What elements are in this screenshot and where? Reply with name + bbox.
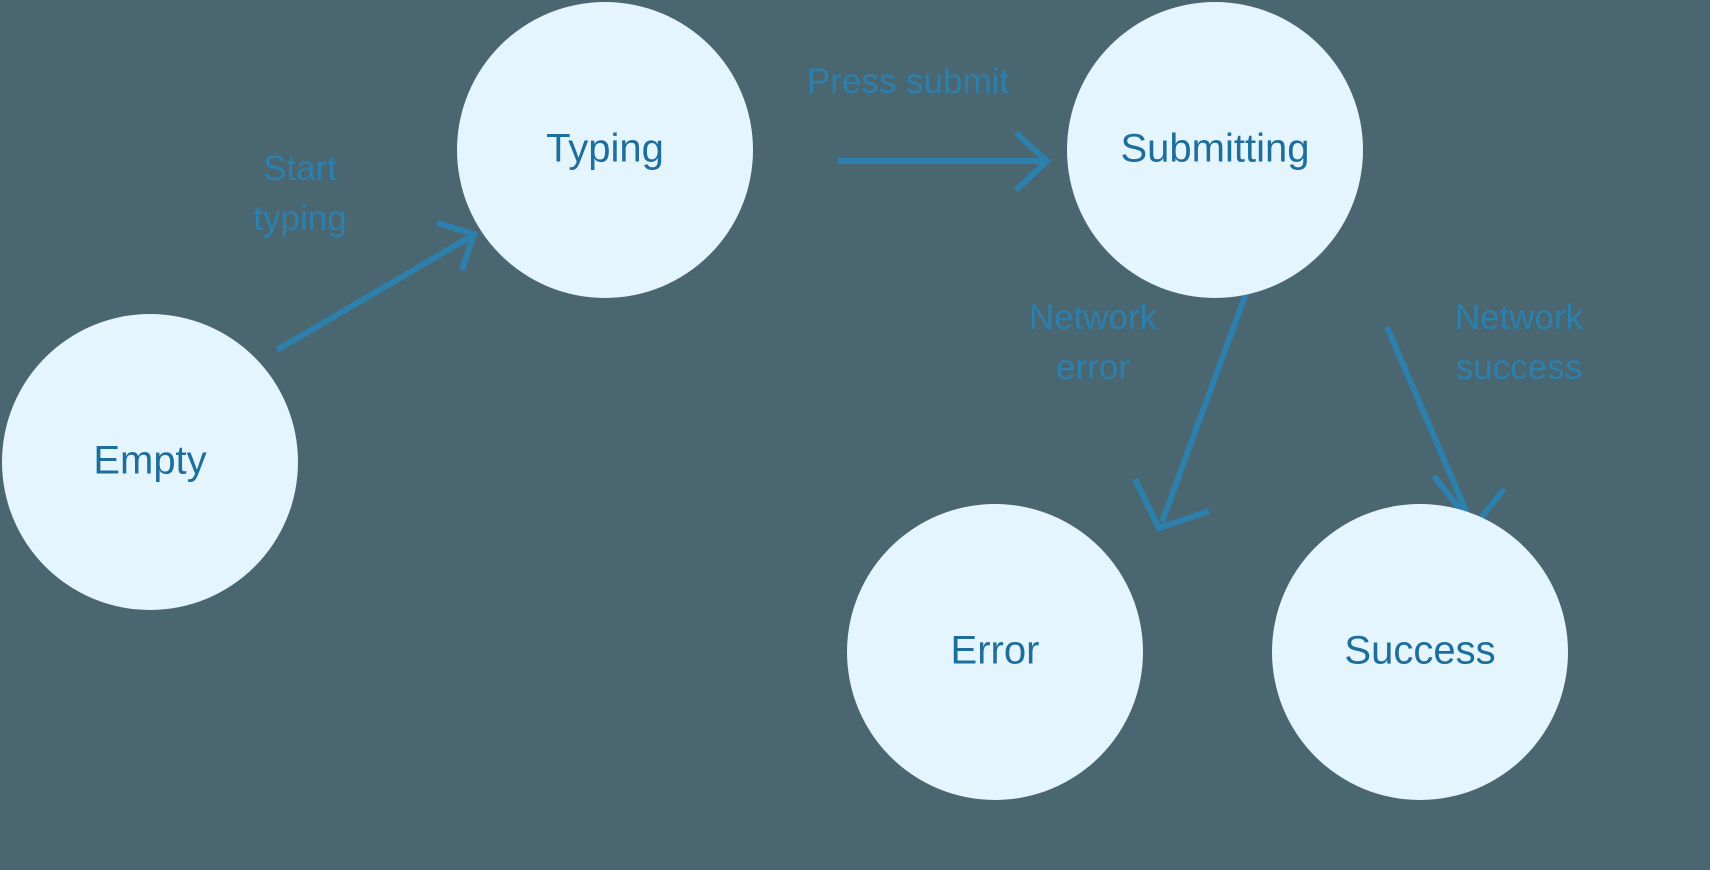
edge-label-line: error	[1056, 348, 1130, 387]
state-node-typing[interactable]: Typing	[457, 2, 753, 298]
edge-submitting-to-error[interactable]: Network error	[1029, 286, 1251, 532]
state-node-label-error: Error	[951, 629, 1040, 673]
edge-label-line: success	[1456, 348, 1582, 387]
state-node-success[interactable]: Success	[1272, 504, 1568, 800]
arrowhead-icon	[1013, 130, 1052, 193]
edge-label-line: typing	[253, 199, 346, 238]
state-node-label-empty: Empty	[93, 439, 206, 483]
edge-label-line: Network	[1029, 298, 1158, 337]
edge-typing-to-submitting[interactable]: Press submit	[807, 62, 1052, 193]
edge-label-line: Press submit	[807, 62, 1010, 101]
state-node-label-typing: Typing	[546, 127, 664, 171]
edge-label-line: Start	[263, 149, 337, 188]
edge-line-submitting-to-success	[1384, 325, 1473, 522]
edge-line-submitting-to-error	[1159, 286, 1251, 524]
state-node-submitting[interactable]: Submitting	[1067, 2, 1363, 298]
state-node-label-submitting: Submitting	[1121, 127, 1310, 171]
edge-line-empty-to-typing	[275, 234, 472, 353]
edge-submitting-to-success[interactable]: Network success	[1384, 298, 1584, 532]
arrowhead-icon	[436, 220, 478, 271]
state-node-error[interactable]: Error	[847, 504, 1143, 800]
edge-label-typing-to-submitting: Press submit	[807, 62, 1010, 101]
state-node-empty[interactable]: Empty	[2, 314, 298, 610]
edge-label-empty-to-typing: Start typing	[253, 149, 346, 238]
state-node-circle	[2, 314, 298, 610]
edge-label-line: Network	[1455, 298, 1584, 337]
arrowhead-icon	[1132, 477, 1210, 532]
state-node-label-success: Success	[1344, 629, 1495, 673]
edge-label-submitting-to-success: Network success	[1455, 298, 1584, 387]
edge-empty-to-typing[interactable]: Start typing	[253, 149, 478, 353]
state-node-circle	[847, 504, 1143, 800]
state-node-circle	[457, 2, 753, 298]
state-node-circle	[1272, 504, 1568, 800]
state-node-circle	[1067, 2, 1363, 298]
edge-label-submitting-to-error: Network error	[1029, 298, 1158, 387]
